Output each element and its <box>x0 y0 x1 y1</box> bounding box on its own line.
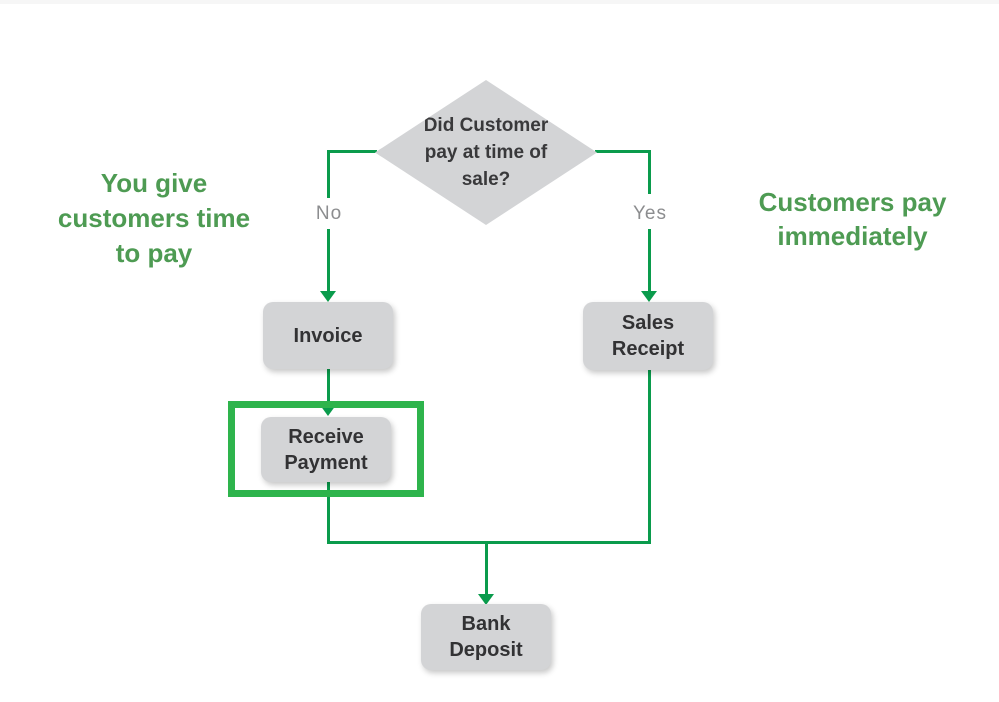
connector-invoice-to-receive-payment <box>327 368 330 406</box>
connector-yes-vertical-upper <box>648 150 651 194</box>
node-bank-deposit-label: Bank Deposit <box>449 613 523 661</box>
node-invoice: Invoice <box>263 302 393 369</box>
top-edge-band <box>0 0 999 4</box>
connector-no-vertical-upper <box>327 150 330 198</box>
arrowhead-into-invoice <box>320 291 336 302</box>
node-sales-receipt-label: Sales Receipt <box>611 312 685 360</box>
decision-label: Did Customer pay at time of sale? <box>423 115 549 190</box>
connector-no-vertical-lower <box>327 229 330 292</box>
connector-no-horizontal <box>327 150 377 153</box>
highlight-box-receive-payment <box>228 401 424 497</box>
arrowhead-into-bank-deposit <box>478 594 494 605</box>
node-bank-deposit: Bank Deposit <box>421 604 551 670</box>
node-sales-receipt: Sales Receipt <box>583 302 713 370</box>
connector-to-bank-deposit <box>485 541 488 595</box>
connector-merge-horizontal <box>327 541 651 544</box>
annotation-pay-immediately: Customers pay immediately <box>758 187 947 251</box>
branch-label-no: No <box>303 203 355 225</box>
node-invoice-label: Invoice <box>293 324 363 347</box>
connector-receive-payment-down <box>327 480 330 543</box>
node-receive-payment: Receive Payment <box>261 417 391 482</box>
connector-yes-vertical-lower <box>648 229 651 292</box>
arrowhead-into-receive-payment <box>320 405 336 416</box>
decision-diamond: Did Customer pay at time of sale? <box>375 80 597 225</box>
connector-yes-horizontal <box>595 150 651 153</box>
annotation-give-time-to-pay: You give customers time to pay <box>57 168 251 268</box>
connector-sales-receipt-down <box>648 368 651 544</box>
node-receive-payment-label: Receive Payment <box>284 425 368 474</box>
branch-label-yes: Yes <box>624 203 676 225</box>
arrowhead-into-sales-receipt <box>641 291 657 302</box>
